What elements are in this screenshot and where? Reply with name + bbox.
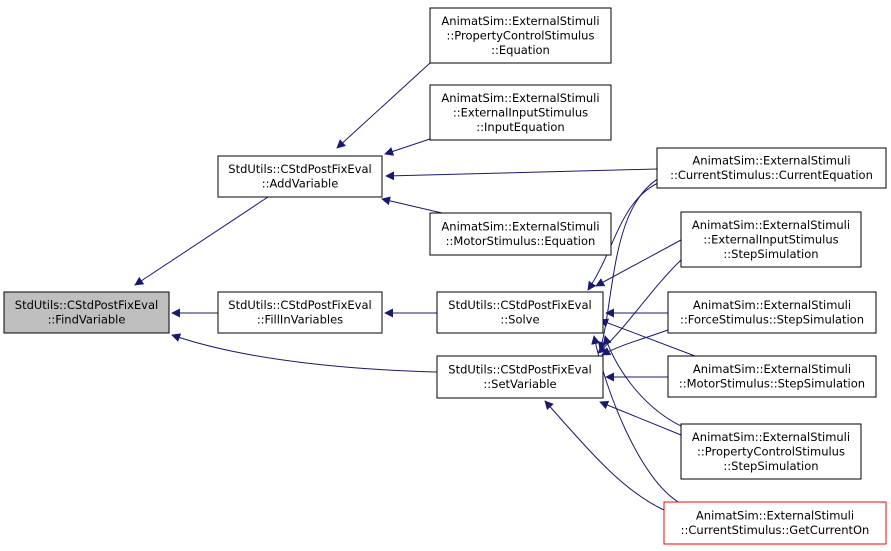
node-label: ::FillInVariables <box>257 313 343 327</box>
node-fs_step[interactable]: AnimatSim::ExternalStimuli::ForceStimulu… <box>667 291 877 334</box>
node-pcs_eq[interactable]: AnimatSim::ExternalStimuli::PropertyCont… <box>429 7 612 64</box>
node-label: AnimatSim::ExternalStimuli <box>696 509 854 523</box>
node-solve[interactable]: StdUtils::CStdPostFixEval::Solve <box>436 291 604 334</box>
node-box <box>217 155 383 198</box>
edge-cs_eq-to-setv <box>598 174 666 351</box>
node-box <box>680 423 862 480</box>
node-label: AnimatSim::ExternalStimuli <box>693 362 851 376</box>
node-label: ::MotorStimulus::StepSimulation <box>679 377 865 391</box>
node-eis_step[interactable]: AnimatSim::ExternalStimuli::ExternalInpu… <box>680 211 862 268</box>
node-box <box>429 7 612 64</box>
edge-eis_step-to-setv <box>597 259 682 354</box>
node-label: ::PropertyControlStimulus <box>697 444 845 458</box>
edge-cs_eq-to-add <box>385 168 658 181</box>
node-label: ::InputEquation <box>476 120 564 134</box>
node-label: AnimatSim::ExternalStimuli <box>441 91 599 105</box>
node-eis_in[interactable]: AnimatSim::ExternalStimuli::ExternalInpu… <box>429 84 612 141</box>
node-label: ::SetVariable <box>483 377 556 391</box>
node-label: StdUtils::CStdPostFixEval <box>448 298 591 312</box>
node-cs_eq[interactable]: AnimatSim::ExternalStimuli::CurrentStimu… <box>656 147 887 189</box>
edge-fs_step-to-setv <box>601 329 669 356</box>
node-label: ::StepSimulation <box>723 247 818 261</box>
edge-eis_in-to-add <box>384 138 431 156</box>
edge-cs_on-to-setv <box>544 400 665 511</box>
node-box <box>667 291 877 334</box>
edge-cs_on-to-solve <box>591 335 681 504</box>
node-box <box>3 291 170 334</box>
node-label: ::MotorStimulus::Equation <box>446 234 596 248</box>
node-box <box>436 291 604 334</box>
node-label: StdUtils::CStdPostFixEval <box>448 363 591 377</box>
edge-ms_step-to-solve <box>599 318 696 357</box>
node-label: AnimatSim::ExternalStimuli <box>692 154 850 168</box>
edge-pcs_step-to-setv <box>599 400 682 436</box>
node-pcs_step[interactable]: AnimatSim::ExternalStimuli::PropertyCont… <box>680 423 862 480</box>
node-label: AnimatSim::ExternalStimuli <box>441 14 599 28</box>
node-ms_step[interactable]: AnimatSim::ExternalStimuli::MotorStimulu… <box>667 355 877 398</box>
node-label: StdUtils::CStdPostFixEval <box>228 298 371 312</box>
node-label: ::FindVariable <box>48 313 126 327</box>
node-cs_on[interactable]: AnimatSim::ExternalStimuli::CurrentStimu… <box>663 501 887 545</box>
edge-ms_eq-to-add <box>381 196 443 214</box>
node-box <box>429 212 612 256</box>
node-label: AnimatSim::ExternalStimuli <box>692 430 850 444</box>
node-setv[interactable]: StdUtils::CStdPostFixEval::SetVariable <box>436 355 604 399</box>
nodes-group: StdUtils::CStdPostFixEval::FindVariableS… <box>3 7 887 545</box>
node-label: ::CurrentStimulus::GetCurrentOn <box>681 523 870 537</box>
node-label: ::ExternalInputStimulus <box>453 105 588 119</box>
node-label: AnimatSim::ExternalStimuli <box>693 298 851 312</box>
node-label: ::Solve <box>500 313 539 327</box>
edge-eis_step-to-solve <box>595 239 682 287</box>
edge-cs_eq-to-solve <box>587 181 661 291</box>
node-label: StdUtils::CStdPostFixEval <box>15 298 158 312</box>
node-label: ::CurrentStimulus::CurrentEquation <box>670 168 873 182</box>
node-box <box>680 211 862 268</box>
node-label: ::PropertyControlStimulus <box>447 28 595 42</box>
node-ms_eq[interactable]: AnimatSim::ExternalStimuli::MotorStimulu… <box>429 212 612 256</box>
node-label: StdUtils::CStdPostFixEval <box>228 162 371 176</box>
edge-setv-to-find <box>171 333 438 373</box>
node-box <box>436 355 604 399</box>
node-add[interactable]: StdUtils::CStdPostFixEval::AddVariable <box>217 155 383 198</box>
node-label: ::StepSimulation <box>723 459 818 473</box>
edge-add-to-find <box>134 196 269 286</box>
node-label: ::ExternalInputStimulus <box>703 232 838 246</box>
node-box <box>429 84 612 141</box>
node-fill[interactable]: StdUtils::CStdPostFixEval::FillInVariabl… <box>217 291 383 334</box>
node-label: ::ForceStimulus::StepSimulation <box>680 313 864 327</box>
node-label: ::AddVariable <box>262 177 339 191</box>
edge-pcs_step-to-solve <box>602 335 691 431</box>
node-box <box>656 147 887 189</box>
node-box <box>667 355 877 398</box>
node-box <box>217 291 383 334</box>
node-box <box>663 501 887 545</box>
node-label: AnimatSim::ExternalStimuli <box>441 220 599 234</box>
node-label: ::Equation <box>491 43 550 57</box>
node-find[interactable]: StdUtils::CStdPostFixEval::FindVariable <box>3 291 170 334</box>
node-label: AnimatSim::ExternalStimuli <box>692 218 850 232</box>
edge-pcs_eq-to-add <box>336 62 431 149</box>
